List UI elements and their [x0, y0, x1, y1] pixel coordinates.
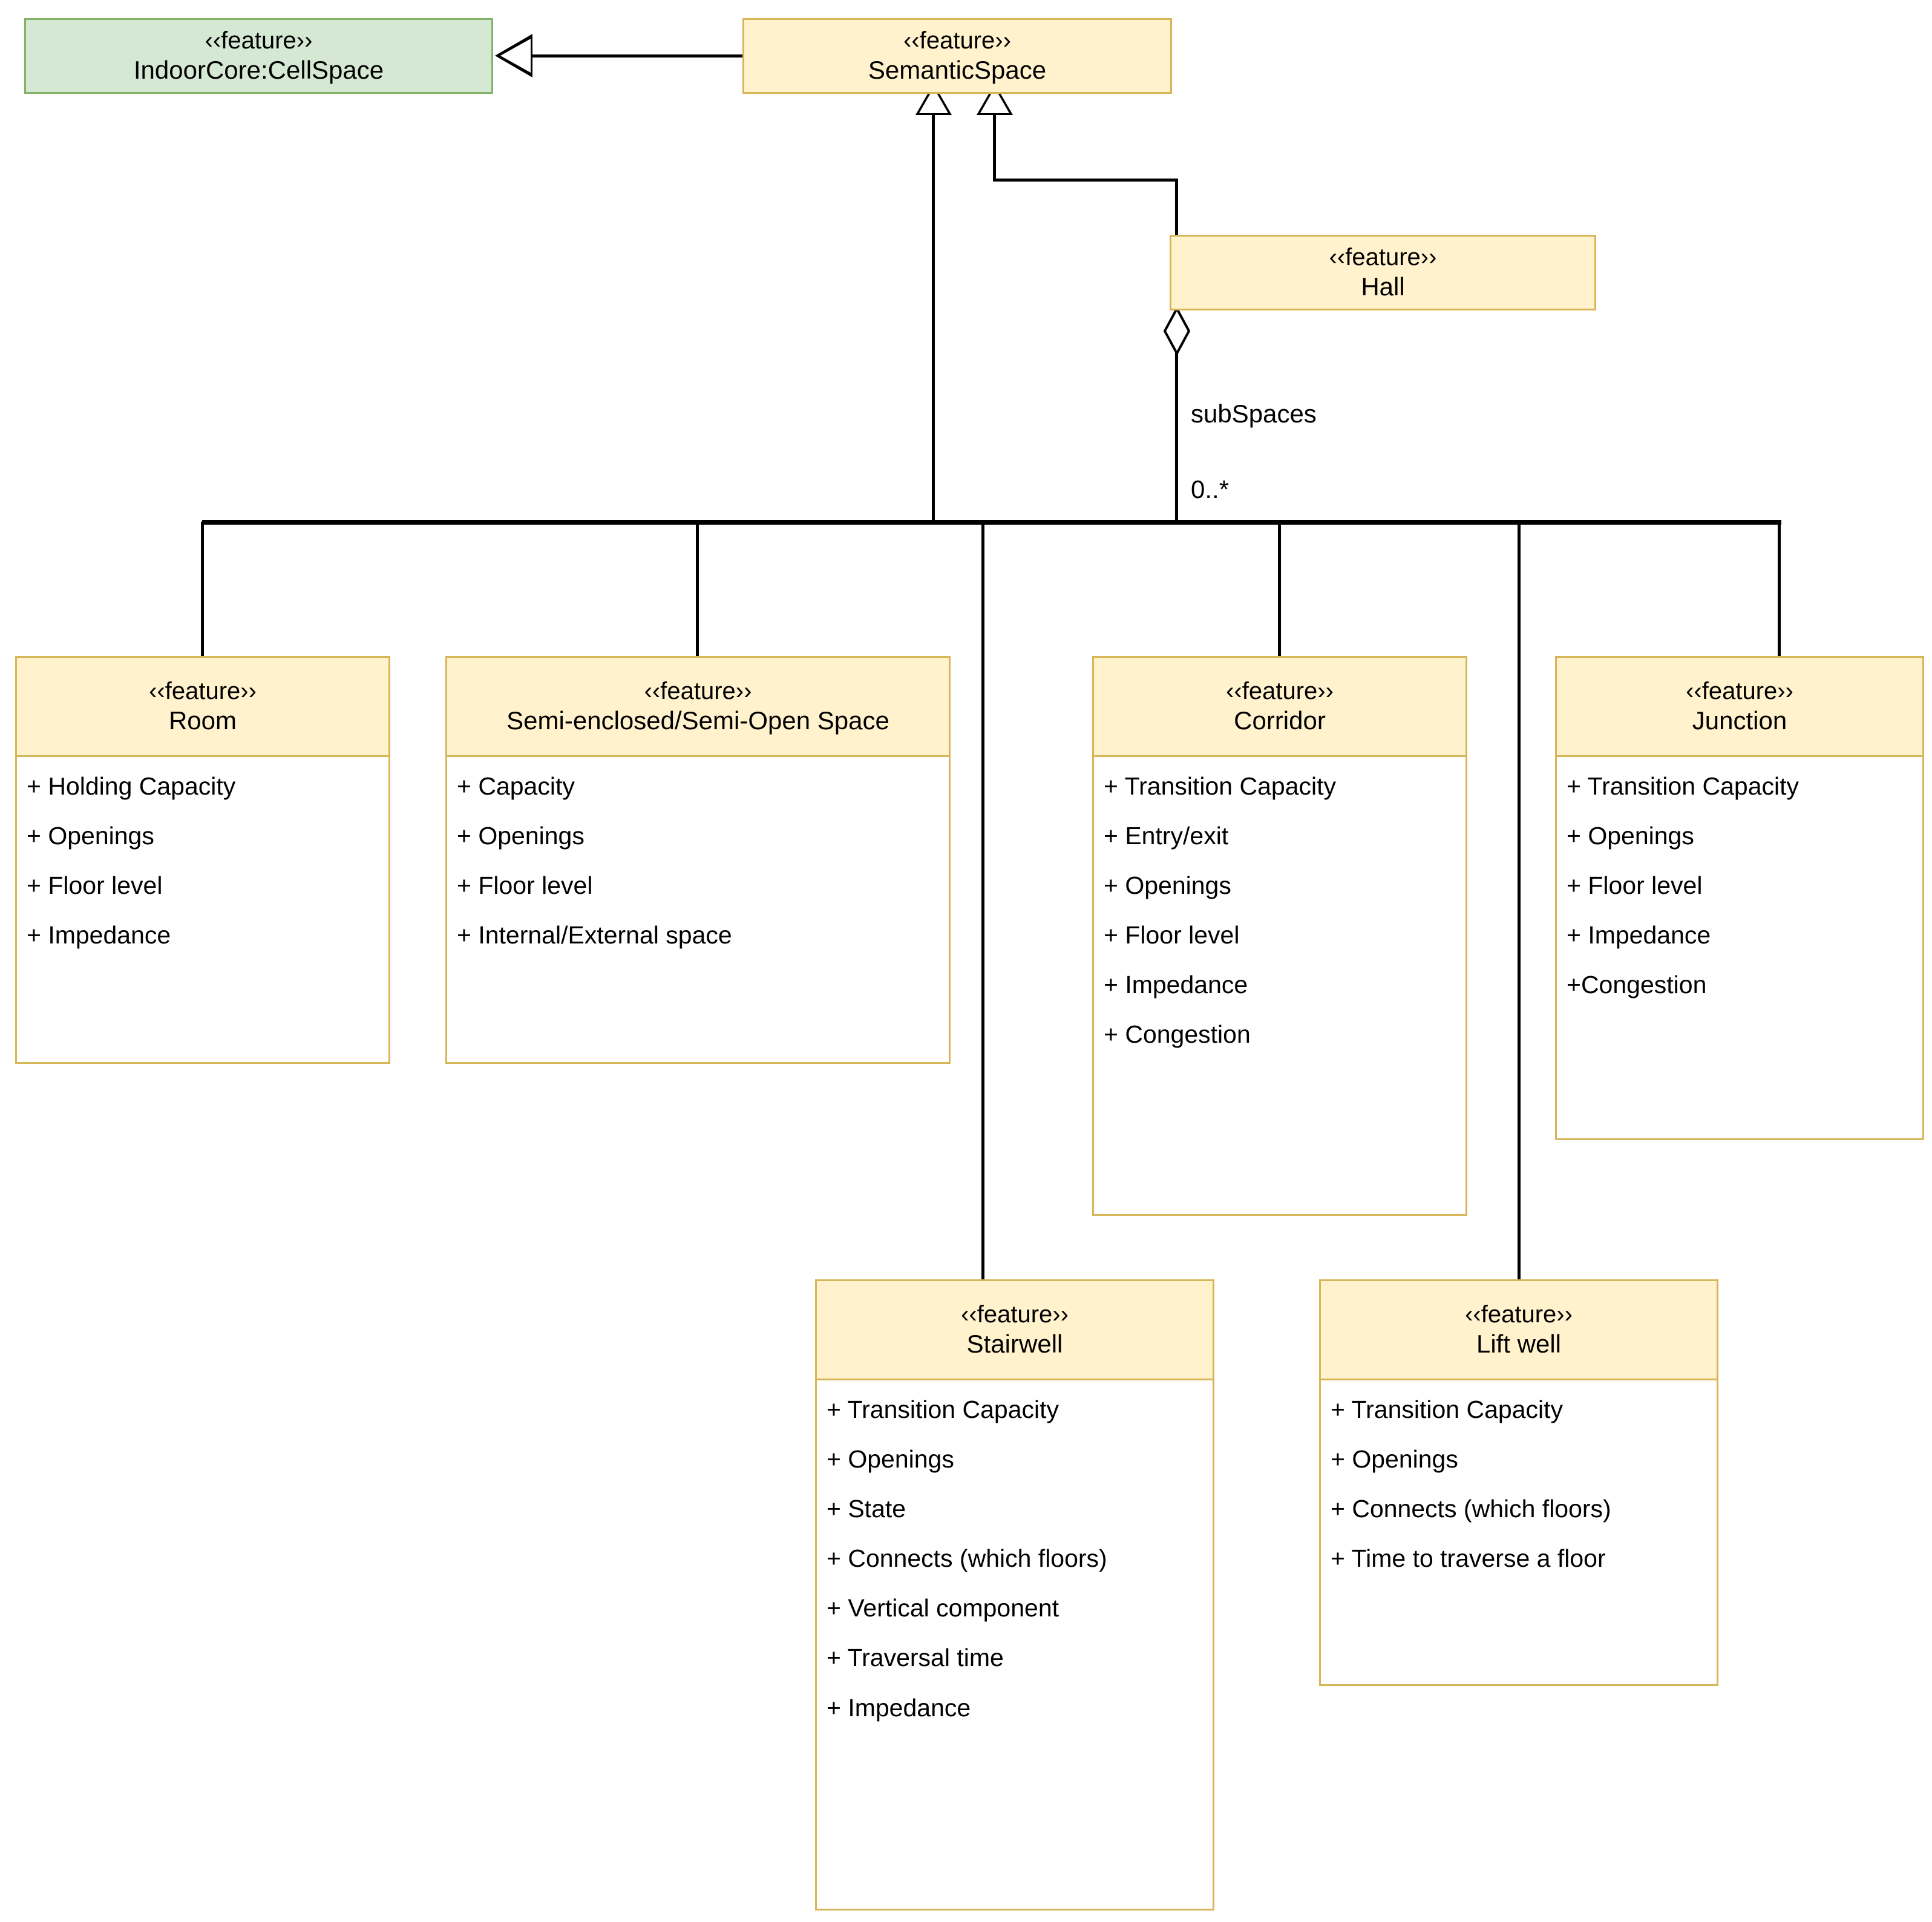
class-attributes-liftwell: + Transition Capacity + Openings + Conne… [1321, 1380, 1717, 1585]
class-box-semanticspace[interactable]: ‹‹feature›› SemanticSpace [742, 18, 1172, 94]
class-name-label: Semi-enclosed/Semi-Open Space [506, 706, 889, 735]
class-box-semiopen[interactable]: ‹‹feature›› Semi-enclosed/Semi-Open Spac… [445, 656, 951, 1064]
attribute-item: + Traversal time [827, 1644, 1004, 1672]
attribute-item: + Openings [1104, 871, 1231, 900]
class-header-corridor: ‹‹feature›› Corridor [1094, 658, 1465, 757]
attribute-item: + Connects (which floors) [827, 1544, 1107, 1573]
edge-semanticspace-to-cellspace [531, 54, 743, 57]
class-attributes-stairwell: + Transition Capacity + Openings + State… [817, 1380, 1213, 1734]
attribute-item: + Holding Capacity [27, 772, 236, 800]
attribute-item: + Internal/External space [457, 921, 732, 950]
class-name-label: Hall [1361, 272, 1405, 301]
attribute-item: + Openings [827, 1445, 954, 1474]
edge-hall-aggregation-line [1175, 309, 1178, 522]
attribute-item: + Time to traverse a floor [1331, 1544, 1606, 1573]
edge-bus-drop-liftwell [1518, 522, 1521, 1279]
class-attributes-junction: + Transition Capacity + Openings + Floor… [1557, 757, 1922, 1011]
attribute-item: + Floor level [1104, 921, 1240, 950]
attribute-item: + Openings [457, 822, 585, 850]
class-header-hall: ‹‹feature›› Hall [1171, 237, 1594, 309]
edge-bus-drop-junction [1778, 522, 1781, 656]
attribute-item: + Connects (which floors) [1331, 1495, 1611, 1523]
class-box-stairwell[interactable]: ‹‹feature›› Stairwell + Transition Capac… [815, 1279, 1214, 1911]
edge-bus-drop-semiopen [696, 522, 699, 656]
stereotype-label: ‹‹feature›› [1465, 1301, 1573, 1328]
stereotype-label: ‹‹feature›› [205, 27, 313, 54]
class-attributes-room: + Holding Capacity + Openings + Floor le… [17, 757, 388, 962]
attribute-item: + Floor level [27, 871, 163, 900]
attribute-item: + Openings [27, 822, 154, 850]
class-name-label: Junction [1692, 706, 1787, 735]
attribute-item: + Transition Capacity [827, 1396, 1059, 1423]
class-header-semiopen: ‹‹feature›› Semi-enclosed/Semi-Open Spac… [447, 658, 949, 757]
attribute-item: + Impedance [1104, 971, 1248, 999]
attribute-item: + Congestion [1104, 1020, 1251, 1049]
class-header-cellspace: ‹‹feature›› IndoorCore:CellSpace [26, 20, 491, 92]
stereotype-label: ‹‹feature›› [1226, 678, 1334, 705]
attribute-item: + State [827, 1495, 906, 1523]
class-box-liftwell[interactable]: ‹‹feature›› Lift well + Transition Capac… [1319, 1279, 1718, 1686]
generalization-arrow-cellspace [495, 34, 532, 77]
attribute-item: + Vertical component [827, 1594, 1059, 1622]
attribute-item: + Transition Capacity [1331, 1396, 1563, 1423]
attribute-item: + Floor level [1567, 871, 1703, 900]
class-attributes-semiopen: + Capacity + Openings + Floor level + In… [447, 757, 949, 962]
attribute-item: + Impedance [27, 921, 171, 950]
class-box-junction[interactable]: ‹‹feature›› Junction + Transition Capaci… [1555, 656, 1924, 1140]
class-name-label: Room [168, 706, 237, 735]
edge-bus-drop-corridor [1278, 522, 1281, 656]
class-box-hall[interactable]: ‹‹feature›› Hall [1170, 235, 1596, 310]
edge-bus-to-semanticspace-left [932, 115, 935, 522]
class-header-semanticspace: ‹‹feature›› SemanticSpace [744, 20, 1170, 92]
stereotype-label: ‹‹feature›› [961, 1301, 1069, 1328]
stereotype-label: ‹‹feature›› [1686, 678, 1793, 705]
attribute-item: + Openings [1567, 822, 1694, 850]
class-name-label: Stairwell [966, 1330, 1063, 1359]
class-name-label: Corridor [1234, 706, 1326, 735]
aggregation-multiplicity-label: 0..* [1191, 475, 1230, 503]
attribute-item: + Transition Capacity [1104, 772, 1336, 800]
class-name-label: Lift well [1476, 1330, 1562, 1359]
attribute-item: + Entry/exit [1104, 822, 1229, 850]
edge-bus-drop-stairwell [981, 522, 984, 1279]
attribute-item: + Capacity [457, 772, 575, 800]
edge-hall-riser-drop [1175, 179, 1178, 236]
attribute-item: + Impedance [827, 1693, 971, 1722]
edge-subclass-bus [202, 520, 1781, 525]
attribute-item: + Openings [1331, 1445, 1458, 1474]
edge-hall-riser-vertical [993, 115, 996, 182]
aggregation-role-label: subSpaces [1191, 399, 1317, 428]
edge-bus-drop-room [201, 522, 204, 656]
attribute-item: +Congestion [1567, 971, 1707, 999]
aggregation-diamond-hall [1164, 307, 1190, 355]
edge-hall-riser-horizontal [993, 179, 1178, 182]
class-box-cellspace[interactable]: ‹‹feature›› IndoorCore:CellSpace [24, 18, 493, 94]
class-header-room: ‹‹feature›› Room [17, 658, 388, 757]
class-name-label: SemanticSpace [868, 56, 1047, 85]
attribute-item: + Floor level [457, 871, 593, 900]
class-box-corridor[interactable]: ‹‹feature›› Corridor + Transition Capaci… [1092, 656, 1467, 1216]
class-name-label: IndoorCore:CellSpace [133, 56, 384, 85]
class-header-junction: ‹‹feature›› Junction [1557, 658, 1922, 757]
class-box-room[interactable]: ‹‹feature›› Room + Holding Capacity + Op… [15, 656, 390, 1064]
stereotype-label: ‹‹feature›› [644, 678, 752, 705]
attribute-item: + Impedance [1567, 921, 1711, 950]
class-header-liftwell: ‹‹feature›› Lift well [1321, 1281, 1717, 1380]
stereotype-label: ‹‹feature›› [1329, 244, 1437, 271]
stereotype-label: ‹‹feature›› [149, 678, 257, 705]
class-header-stairwell: ‹‹feature›› Stairwell [817, 1281, 1213, 1380]
class-attributes-corridor: + Transition Capacity + Entry/exit + Ope… [1094, 757, 1465, 1061]
attribute-item: + Transition Capacity [1567, 772, 1799, 800]
stereotype-label: ‹‹feature›› [903, 27, 1011, 54]
